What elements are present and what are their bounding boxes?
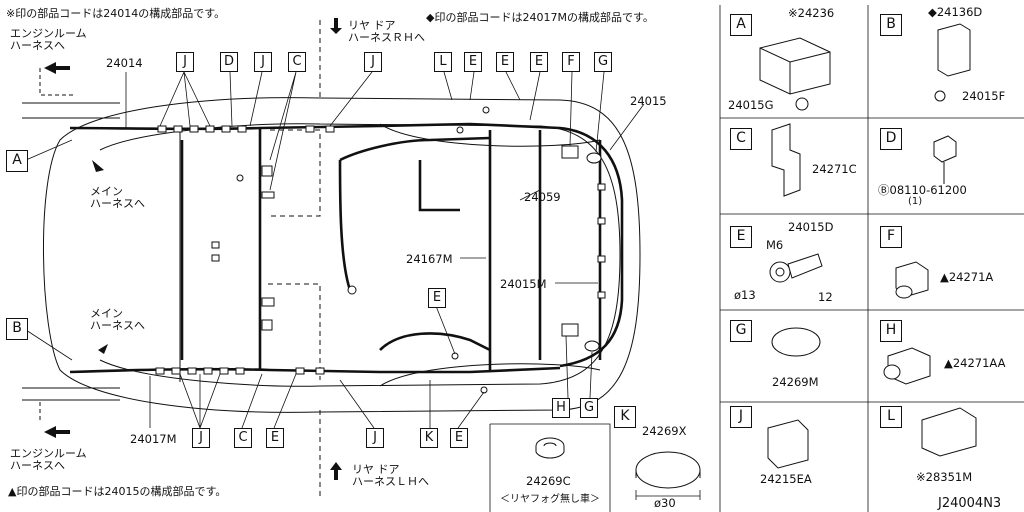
- callout-b: B: [6, 318, 28, 340]
- panel-g-letter: G: [730, 320, 752, 342]
- callout-g-1: G: [594, 52, 612, 72]
- callout-j-5: J: [366, 428, 384, 448]
- panel-b-letter: B: [880, 14, 902, 36]
- callout-j-3: J: [364, 52, 382, 72]
- callout-f: F: [562, 52, 580, 72]
- callout-c-1: C: [288, 52, 306, 72]
- callout-j-1: J: [176, 52, 194, 72]
- panel-a-part-2: 24015G: [728, 98, 774, 112]
- star-note: ※印の部品コードは24014の構成部品です。: [6, 7, 226, 20]
- panel-b-part-2: 24015F: [962, 89, 1006, 103]
- panel-e-part-1: 24015D: [788, 220, 834, 234]
- callout-j-2: J: [254, 52, 272, 72]
- panel-b-part-1: ◆24136D: [928, 5, 983, 19]
- part-24014: 24014: [106, 56, 143, 70]
- part-24015m: 24015M: [500, 277, 547, 291]
- panel-h-letter: H: [880, 320, 902, 342]
- panel-a-letter: A: [730, 14, 752, 36]
- callout-a: A: [6, 150, 28, 172]
- callout-g-2: G: [580, 398, 598, 418]
- callout-j-4: J: [192, 428, 210, 448]
- panel-g-part-1: 24269M: [772, 375, 819, 389]
- main-harness-top: メイン ハーネスへ: [90, 185, 145, 210]
- panel-e-part-2: M6: [766, 238, 784, 252]
- callout-e-4: E: [428, 288, 446, 308]
- engine-room-harness-bottom: エンジンルーム ハーネスへ: [10, 447, 87, 472]
- panel-e-part-4: 12: [818, 290, 833, 304]
- part-24015: 24015: [630, 94, 667, 108]
- part-24017m: 24017M: [130, 432, 177, 446]
- engine-room-harness-top: エンジンルーム ハーネスへ: [10, 27, 87, 52]
- panel-h-part-1: ▲24271AA: [944, 356, 1006, 370]
- panel-f-part-1: ▲24271A: [940, 270, 994, 284]
- panel-e-letter: E: [730, 226, 752, 248]
- grommet-part: 24269C: [526, 474, 571, 488]
- panel-c-letter: C: [730, 128, 752, 150]
- panel-j-letter: J: [730, 406, 752, 428]
- callout-e-1: E: [464, 52, 482, 72]
- panel-d-part-2: (1): [908, 196, 923, 207]
- panel-k-part-1: 24269X: [642, 424, 687, 438]
- panel-e-part-3: ø13: [734, 288, 756, 302]
- diagram-code: J24004N3: [938, 496, 1002, 511]
- main-harness-bottom: メイン ハーネスへ: [90, 307, 145, 332]
- callout-e-2: E: [496, 52, 514, 72]
- panel-k-part-2: ø30: [654, 496, 676, 510]
- callout-d: D: [220, 52, 238, 72]
- panel-d-part-1: Ⓑ08110-61200: [878, 183, 967, 197]
- panel-a-part-1: ※24236: [788, 6, 835, 20]
- callout-e-5: E: [266, 428, 284, 448]
- callout-e-3: E: [530, 52, 548, 72]
- callout-c-2: C: [234, 428, 252, 448]
- diamond-note: ◆印の部品コードは24017Mの構成部品です。: [426, 11, 654, 24]
- callout-l: L: [434, 52, 452, 72]
- panel-c-part-1: 24271C: [812, 162, 857, 176]
- callout-e-6: E: [450, 428, 468, 448]
- triangle-note: ▲印の部品コードは24015の構成部品です。: [8, 485, 227, 498]
- callout-k: K: [420, 428, 438, 448]
- panel-k-letter: K: [614, 406, 636, 428]
- grommet-note: ＜リヤフォグ無し車＞: [500, 494, 600, 505]
- panel-j-part-1: 24215EA: [760, 472, 812, 486]
- rear-door-lh-label: リヤ ドア ハーネスＬＨへ: [352, 463, 429, 488]
- part-24059: 24059: [524, 190, 561, 204]
- panel-d-letter: D: [880, 128, 902, 150]
- panel-l-part-1: ※28351M: [916, 470, 973, 484]
- callout-h: H: [552, 398, 570, 418]
- rear-door-rh-label: リヤ ドア ハーネスＲＨへ: [348, 19, 425, 44]
- panel-l-letter: L: [880, 406, 902, 428]
- part-24167m: 24167M: [406, 252, 453, 266]
- panel-f-letter: F: [880, 226, 902, 248]
